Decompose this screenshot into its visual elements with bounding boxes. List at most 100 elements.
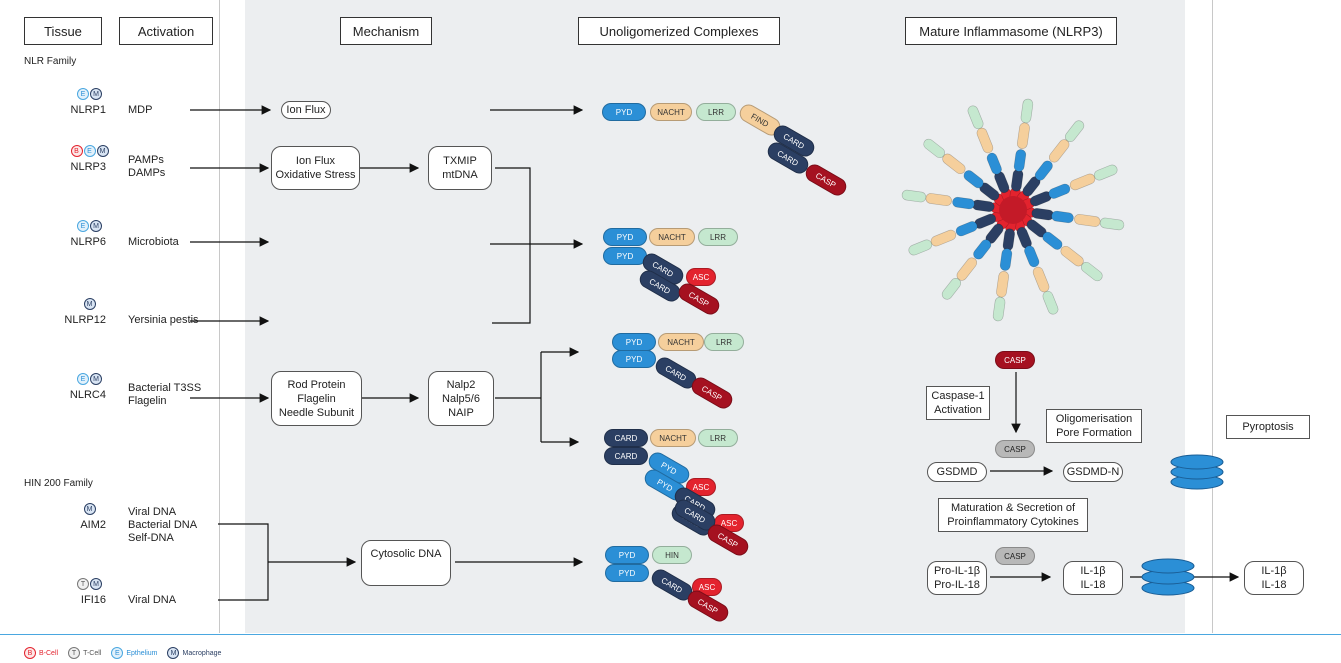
casp-pill-low: CASP bbox=[995, 547, 1035, 565]
legend-badge: E bbox=[111, 647, 124, 659]
star-domain bbox=[992, 296, 1006, 322]
star-domain bbox=[1048, 139, 1070, 163]
maturation-box: Maturation & Secretion of Proinflammator… bbox=[938, 498, 1088, 532]
header-unoligomerized: Unoligomerized Complexes bbox=[578, 17, 780, 45]
star-domain bbox=[963, 170, 984, 189]
cell-badge-e: E bbox=[77, 220, 89, 232]
bottom-rule bbox=[0, 634, 1341, 635]
cell-badge-m: M bbox=[90, 578, 102, 590]
domain-nacht: NACHT bbox=[658, 333, 704, 351]
star-domain bbox=[1074, 214, 1101, 227]
star-domain bbox=[1060, 245, 1084, 267]
domain-pyd: PYD bbox=[602, 103, 646, 121]
star-domain bbox=[1024, 245, 1040, 268]
domain-asc: ASC bbox=[686, 268, 716, 286]
header-tissue: Tissue bbox=[24, 17, 102, 45]
pore-2 bbox=[1141, 558, 1195, 596]
legend-label: Epthelium bbox=[126, 649, 158, 657]
cell-badge-m: M bbox=[90, 88, 102, 100]
gene-name: NLRP6 bbox=[70, 236, 106, 248]
domain-nacht: NACHT bbox=[650, 103, 692, 121]
txmip-box: TXMIP mtDNA bbox=[428, 146, 492, 190]
gene-name: AIM2 bbox=[80, 519, 106, 531]
cell-badge-b: B bbox=[70, 145, 83, 157]
star-domain bbox=[952, 196, 975, 210]
star-domain bbox=[1042, 231, 1063, 250]
pyroptosis-box: Pyroptosis bbox=[1226, 415, 1310, 439]
header-activation: Activation bbox=[119, 17, 213, 45]
star-domain bbox=[941, 277, 962, 300]
il-out-box: IL-1β IL-18 bbox=[1244, 561, 1304, 595]
star-domain bbox=[1020, 98, 1034, 124]
section-nlr: NLR Family bbox=[24, 56, 77, 67]
cytosolic-dna-box: Cytosolic DNA bbox=[361, 540, 451, 586]
legend-badge: B bbox=[24, 647, 36, 659]
domain-pyd: PYD bbox=[605, 546, 649, 564]
domain-pyd: PYD bbox=[603, 247, 647, 265]
cell-badge-m: M bbox=[83, 298, 96, 310]
domain-nacht: NACHT bbox=[650, 429, 696, 447]
star-domain bbox=[972, 199, 995, 212]
star-domain bbox=[976, 127, 994, 154]
oligomerisation-box: Oligomerisation Pore Formation bbox=[1046, 409, 1142, 443]
star-domain bbox=[996, 271, 1009, 298]
nalp-box: Nalp2 Nalp5/6 NAIP bbox=[428, 371, 494, 426]
star-domain bbox=[923, 138, 946, 159]
divider-right bbox=[1212, 0, 1213, 633]
star-domain bbox=[956, 257, 978, 281]
cell-badge-m: M bbox=[90, 373, 102, 385]
activation-label: MDP bbox=[128, 103, 153, 116]
bracket bbox=[218, 523, 269, 601]
casp-pill-mid: CASP bbox=[995, 440, 1035, 458]
star-domain bbox=[1032, 266, 1050, 293]
domain-pyd: PYD bbox=[612, 333, 656, 351]
star-domain bbox=[1034, 160, 1053, 181]
activation-label: Viral DNA bbox=[128, 593, 177, 606]
ion-flux-box: Ion Flux bbox=[281, 101, 331, 119]
domain-lrr: LRR bbox=[704, 333, 744, 351]
domain-lrr: LRR bbox=[696, 103, 736, 121]
caspase-activation-box: Caspase-1 Activation bbox=[926, 386, 990, 420]
header-mechanism: Mechanism bbox=[340, 17, 432, 45]
star-domain bbox=[955, 221, 978, 237]
gsdmd-box: GSDMD bbox=[927, 462, 987, 482]
il-box: IL-1β IL-18 bbox=[1063, 561, 1123, 595]
domain-card: CARD bbox=[604, 447, 648, 465]
pro-il-box: Pro-IL-1β Pro-IL-18 bbox=[927, 561, 987, 595]
gene-name: IFI16 bbox=[80, 594, 106, 606]
domain-pyd: PYD bbox=[605, 564, 649, 582]
legend-label: T-Cell bbox=[83, 649, 102, 657]
domain-nacht: NACHT bbox=[649, 228, 695, 246]
pore-1 bbox=[1170, 454, 1224, 490]
gene-name: NLRC4 bbox=[69, 389, 106, 401]
domain-hin: HIN bbox=[652, 546, 692, 564]
domain-lrr: LRR bbox=[698, 228, 738, 246]
gsdmd-n-box: GSDMD-N bbox=[1063, 462, 1123, 482]
inflammasome-star bbox=[901, 98, 1125, 322]
activation-label: Bacterial T3SS Flagelin bbox=[128, 382, 202, 407]
cell-badge-e: E bbox=[77, 373, 89, 385]
star-domain bbox=[1064, 120, 1085, 143]
star-core bbox=[999, 196, 1027, 224]
star-domain bbox=[1031, 208, 1054, 221]
star-domain bbox=[1069, 173, 1096, 191]
cell-badge-t: T bbox=[77, 578, 89, 590]
star-domain bbox=[1011, 169, 1024, 192]
header-mature: Mature Inflammasome (NLRP3) bbox=[905, 17, 1117, 45]
domain-pyd: PYD bbox=[603, 228, 647, 246]
section-hin: HIN 200 Family bbox=[24, 478, 93, 489]
activation-label: Microbiota bbox=[128, 235, 179, 248]
activation-label: PAMPs DAMPs bbox=[128, 154, 166, 179]
star-domain bbox=[999, 248, 1013, 271]
star-domain bbox=[901, 189, 927, 203]
cell-badge-e: E bbox=[77, 88, 89, 100]
star-domain bbox=[1013, 149, 1027, 172]
domain-pyd: PYD bbox=[612, 350, 656, 368]
